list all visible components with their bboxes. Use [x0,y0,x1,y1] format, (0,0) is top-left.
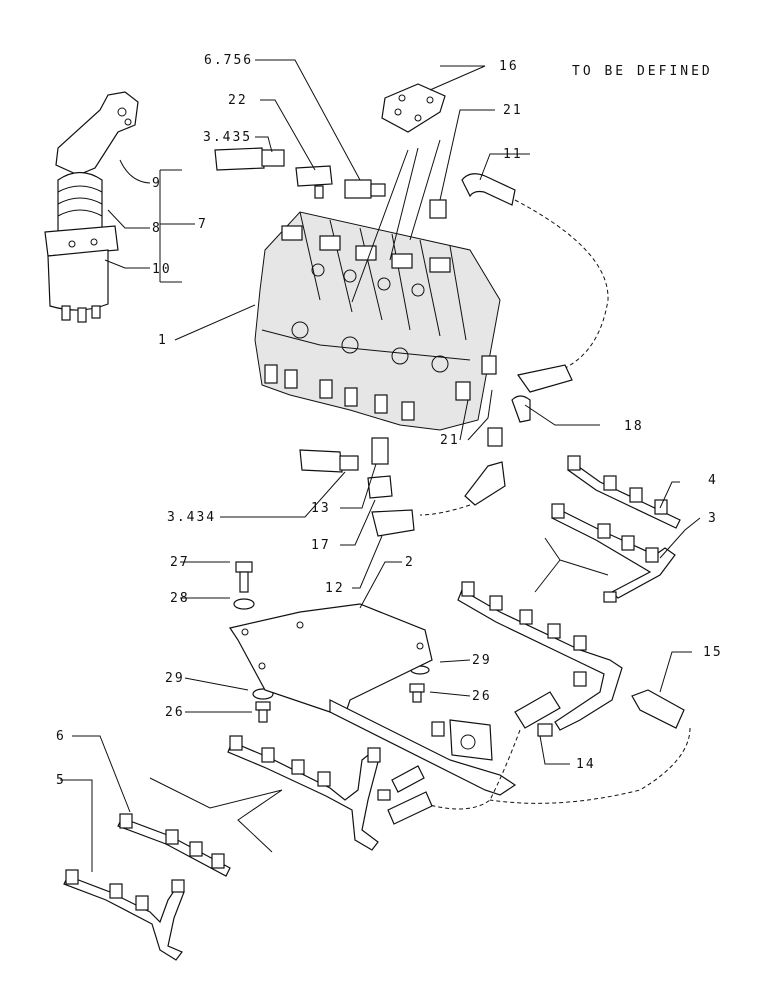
control-valve-block [254,211,501,431]
label-5: 5 [56,773,66,788]
label-16: 16 [499,59,519,74]
fitting-21-top [429,199,447,219]
label-11: 11 [503,147,523,162]
callout-labels: 6.756 16 22 21 3.435 11 9 8 7 10 1 18 21… [56,53,723,788]
label-8: 8 [152,221,162,236]
cover-16 [381,83,446,133]
label-29-left: 29 [165,671,185,686]
joystick-assembly [44,91,139,323]
label-22: 22 [228,93,248,108]
label-26-right: 26 [472,689,492,704]
joystick-handle [55,91,139,176]
label-3: 3 [708,511,718,526]
label-21-top: 21 [503,103,523,118]
bolt-26a [255,701,271,723]
label-15: 15 [703,645,723,660]
label-6: 6 [56,729,66,744]
coupler-14 [514,691,561,737]
bolt-26b [409,683,425,703]
label-10: 10 [152,262,172,277]
label-28: 28 [170,591,190,606]
fitting-21a [481,355,497,375]
fitting-13 [371,437,389,465]
leader-lines [60,59,701,872]
label-1: 1 [158,333,168,348]
fitting-21c [487,427,503,447]
label-9: 9 [152,176,162,191]
hose-harness-5 [63,869,185,961]
label-12: 12 [325,581,345,596]
label-6756: 6.756 [204,53,253,68]
mounting-plate [229,603,517,796]
couplers-lower [377,765,433,825]
hose-harness-4 [567,455,681,529]
fitting-3434 [299,449,359,473]
hose-harness-3 [551,503,676,603]
note-text: TO BE DEFINED [572,64,713,79]
elbow-11 [461,173,516,206]
fitting-21b [455,381,471,401]
elbow-18 [511,364,573,423]
hose-harness-6 [117,813,231,877]
hose-harness-middle [457,581,623,731]
label-14: 14 [576,757,596,772]
label-29-right: 29 [472,653,492,668]
label-2: 2 [405,555,415,570]
elbow-12 [371,509,415,537]
bolt-27 [235,561,253,593]
fitting-6756 [344,179,386,199]
label-17: 17 [311,538,331,553]
coupler-15 [631,689,685,729]
joystick-body [47,249,109,311]
label-3434: 3.434 [167,510,216,525]
label-21-lower: 21 [440,433,460,448]
label-4: 4 [708,473,718,488]
hose-harness-center [227,735,381,851]
label-26-left: 26 [165,705,185,720]
washer-28 [233,598,255,610]
label-7: 7 [198,217,208,232]
fitting-17 [367,475,393,499]
label-27: 27 [170,555,190,570]
label-3435: 3.435 [203,130,252,145]
joystick-flange [44,225,119,257]
label-13: 13 [311,501,331,516]
label-18: 18 [624,419,644,434]
elbow-lower [464,461,506,506]
fitting-22 [214,147,333,199]
